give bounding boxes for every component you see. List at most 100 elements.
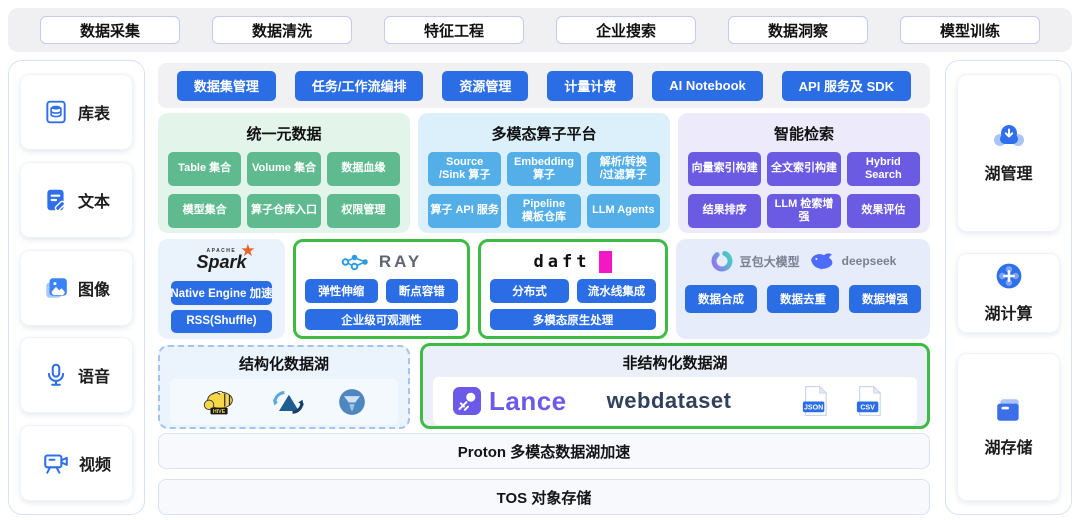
distributed-button[interactable]: 分布式 bbox=[490, 279, 569, 304]
resource-management-button[interactable]: 资源管理 bbox=[442, 70, 529, 101]
sidebar-item-label: 湖计算 bbox=[984, 305, 1033, 323]
svg-text:HIVE: HIVE bbox=[213, 409, 226, 415]
workflow-orchestration-button[interactable]: 任务/工作流编排 bbox=[294, 70, 424, 101]
tos-object-storage-bar: TOS 对象存储 bbox=[158, 479, 930, 515]
sidebar-item-text[interactable]: 文本 bbox=[20, 161, 133, 238]
sidebar-item-lake-compute[interactable]: 湖计算 bbox=[957, 252, 1060, 333]
unified-metadata-panel: 统一元数据 Table 集合 Volume 集合 数据血缘 模型集合 算子仓库入… bbox=[158, 113, 410, 233]
sidebar-item-audio[interactable]: 语音 bbox=[20, 337, 133, 414]
operator-repo-entry-chip[interactable]: 算子仓库入口 bbox=[247, 194, 321, 228]
deepseek-label: deepseek bbox=[841, 254, 897, 268]
structured-lake-title: 结构化数据湖 bbox=[238, 356, 329, 373]
tab-feature-engineering[interactable]: 特征工程 bbox=[384, 16, 524, 44]
elastic-scaling-button[interactable]: 弹性伸缩 bbox=[305, 279, 378, 304]
metering-billing-button[interactable]: 计量计费 bbox=[547, 70, 634, 101]
tab-data-insight[interactable]: 数据洞察 bbox=[728, 16, 868, 44]
pipeline-template-repo-chip[interactable]: Pipeline 模板仓库 bbox=[507, 194, 581, 228]
checkpoint-fault-tolerance-button[interactable]: 断点容错 bbox=[385, 279, 458, 304]
csv-file-icon: CSV bbox=[855, 385, 883, 417]
multimodal-operator-panel: 多模态算子平台 Source /Sink 算子 Embedding 算子 解析/… bbox=[418, 113, 670, 233]
sidebar-item-video[interactable]: 视频 bbox=[20, 425, 133, 501]
source-sink-operator-chip[interactable]: Source /Sink 算子 bbox=[428, 152, 502, 186]
text-document-icon bbox=[43, 187, 69, 213]
tab-model-training[interactable]: 模型训练 bbox=[900, 16, 1040, 44]
apache-label: APACHE bbox=[206, 247, 237, 254]
operator-chip-grid: Source /Sink 算子 Embedding 算子 解析/转换 /过滤算子… bbox=[428, 152, 660, 228]
tab-data-collection[interactable]: 数据采集 bbox=[40, 16, 180, 44]
structured-lake-formats: HIVE bbox=[170, 379, 398, 425]
sidebar-item-label: 库表 bbox=[77, 106, 110, 123]
microphone-icon bbox=[43, 362, 69, 388]
rss-shuffle-button[interactable]: RSS(Shuffle) bbox=[171, 309, 272, 334]
sidebar-item-lake-storage[interactable]: 湖存储 bbox=[957, 353, 1060, 501]
main-platform-area: 数据集管理 任务/工作流编排 资源管理 计量计费 AI Notebook API… bbox=[158, 60, 930, 515]
vector-index-chip[interactable]: 向量索引构建 bbox=[688, 152, 762, 186]
foundation-models-panel: 豆包大模型 deepseek 数据合成 数据去重 数据增强 bbox=[676, 239, 930, 339]
sidebar-item-label: 视频 bbox=[78, 457, 111, 474]
panel-title: 多模态算子平台 bbox=[491, 126, 597, 143]
multimodal-native-processing-button[interactable]: 多模态原生处理 bbox=[490, 309, 656, 330]
sidebar-item-tables[interactable]: 库表 bbox=[20, 74, 133, 150]
parse-filter-operator-chip[interactable]: 解析/转换 /过滤算子 bbox=[586, 152, 660, 186]
sidebar-item-label: 湖存储 bbox=[984, 440, 1033, 457]
fulltext-index-chip[interactable]: 全文索引构建 bbox=[767, 152, 841, 186]
permission-management-chip[interactable]: 权限管理 bbox=[326, 194, 400, 228]
hive-logo: HIVE bbox=[201, 387, 239, 417]
data-dedup-button[interactable]: 数据去重 bbox=[767, 285, 839, 313]
lake-capabilities-sidebar: 湖管理 湖计算 bbox=[945, 60, 1072, 515]
llm-agents-chip[interactable]: LLM Agents bbox=[586, 194, 660, 228]
lake-storage-icon bbox=[994, 396, 1024, 424]
metadata-chip-grid: Table 集合 Volume 集合 数据血缘 模型集合 算子仓库入口 权限管理 bbox=[168, 152, 400, 228]
panel-title: 智能检索 bbox=[773, 126, 834, 143]
unstructured-data-lake-panel: 非结构化数据湖 Lance webdataset bbox=[420, 343, 930, 429]
data-lineage-chip[interactable]: 数据血缘 bbox=[326, 152, 400, 186]
native-engine-button[interactable]: Native Engine 加速 bbox=[170, 281, 273, 305]
tab-enterprise-search[interactable]: 企业搜索 bbox=[556, 16, 696, 44]
result-ranking-chip[interactable]: 结果排序 bbox=[688, 194, 762, 228]
intelligent-search-panel: 智能检索 向量索引构建 全文索引构建 Hybrid Search 结果排序 LL… bbox=[678, 113, 930, 233]
data-lakes-row: 结构化数据湖 HIVE bbox=[158, 343, 930, 429]
hybrid-search-chip[interactable]: Hybrid Search bbox=[846, 152, 920, 186]
sidebar-item-lake-management[interactable]: 湖管理 bbox=[957, 74, 1060, 232]
sidebar-item-label: 图像 bbox=[77, 281, 110, 299]
sidebar-item-image[interactable]: 图像 bbox=[20, 249, 133, 326]
lance-wordmark: Lance bbox=[489, 385, 567, 416]
sidebar-item-label: 语音 bbox=[77, 369, 110, 387]
sidebar-item-label: 湖管理 bbox=[984, 166, 1033, 183]
table-collection-chip[interactable]: Table 集合 bbox=[168, 152, 242, 186]
hudi-logo bbox=[270, 388, 306, 416]
file-format-badges: JSON CSV bbox=[801, 385, 897, 417]
ray-nodes-icon bbox=[341, 252, 371, 272]
doubao-model-logo: 豆包大模型 bbox=[710, 249, 800, 273]
json-file-icon: JSON bbox=[801, 385, 829, 417]
daft-engine-panel: daft 分布式 流水线集成 多模态原生处理 bbox=[478, 239, 668, 339]
ray-logo: RAY bbox=[305, 248, 458, 275]
ai-notebook-button[interactable]: AI Notebook bbox=[652, 70, 763, 101]
top-tab-bar: 数据采集 数据清洗 特征工程 企业搜索 数据洞察 模型训练 bbox=[8, 8, 1072, 52]
embedding-operator-chip[interactable]: Embedding 算子 bbox=[507, 152, 581, 186]
api-sdk-button[interactable]: API 服务及 SDK bbox=[781, 70, 912, 101]
effect-evaluation-chip[interactable]: 效果评估 bbox=[846, 194, 920, 228]
data-synthesis-button[interactable]: 数据合成 bbox=[685, 285, 757, 313]
engines-row: APACHE Spark ★ Native Engine 加速 RSS(Shuf… bbox=[158, 239, 930, 339]
enterprise-observability-button[interactable]: 企业级可观测性 bbox=[305, 309, 458, 330]
data-augmentation-button[interactable]: 数据增强 bbox=[849, 285, 921, 313]
pipeline-integration-button[interactable]: 流水线集成 bbox=[577, 279, 656, 304]
ray-wordmark: RAY bbox=[378, 251, 423, 271]
model-collection-chip[interactable]: 模型集合 bbox=[168, 194, 242, 228]
proton-acceleration-bar: Proton 多模态数据湖加速 bbox=[158, 433, 930, 469]
lance-logo: Lance bbox=[453, 386, 567, 417]
search-chip-grid: 向量索引构建 全文索引构建 Hybrid Search 结果排序 LLM 检索增… bbox=[688, 152, 920, 228]
tab-data-cleaning[interactable]: 数据清洗 bbox=[212, 16, 352, 44]
svg-text:CSV: CSV bbox=[860, 403, 875, 411]
operator-api-service-chip[interactable]: 算子 API 服务 bbox=[428, 194, 502, 228]
llm-retrieval-chip[interactable]: LLM 检索增强 bbox=[767, 194, 841, 228]
lake-management-icon bbox=[992, 122, 1026, 150]
lake-compute-icon bbox=[995, 262, 1023, 290]
volume-collection-chip[interactable]: Volume 集合 bbox=[247, 152, 321, 186]
capability-panels: 统一元数据 Table 集合 Volume 集合 数据血缘 模型集合 算子仓库入… bbox=[158, 113, 930, 233]
dataset-management-button[interactable]: 数据集管理 bbox=[176, 70, 276, 101]
spark-star-icon: ★ bbox=[240, 240, 256, 260]
deepseek-logo: deepseek bbox=[808, 250, 897, 272]
